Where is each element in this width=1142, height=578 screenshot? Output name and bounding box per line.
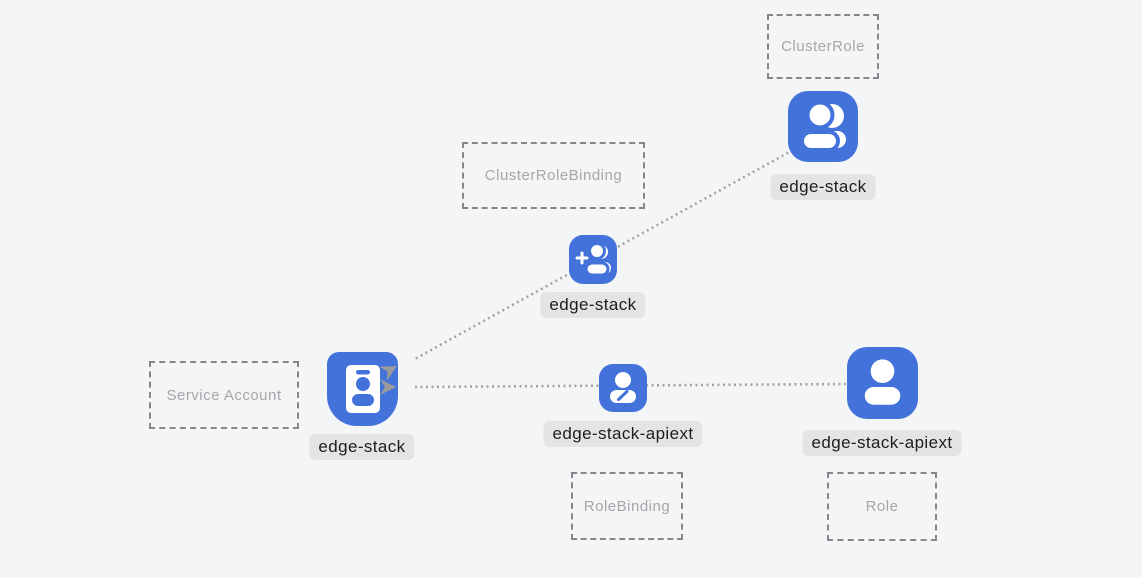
clusterrolebinding-node-label: edge-stack <box>540 292 646 318</box>
users-group-icon <box>800 100 846 152</box>
rolebinding-node[interactable] <box>599 364 647 412</box>
clusterrolebinding-type-box: ClusterRoleBinding <box>462 142 645 209</box>
clusterrole-type-label: ClusterRole <box>781 38 865 55</box>
clusterrole-node[interactable] <box>788 91 858 162</box>
rolebinding-type-box: RoleBinding <box>571 472 683 540</box>
clusterrole-node-label: edge-stack <box>770 174 876 200</box>
id-badge-icon <box>346 365 380 413</box>
serviceaccount-node-label: edge-stack <box>309 434 415 460</box>
role-node-label: edge-stack-apiext <box>802 430 962 456</box>
clusterrolebinding-node[interactable] <box>569 235 617 284</box>
serviceaccount-node[interactable] <box>327 352 398 426</box>
role-node[interactable] <box>847 347 918 419</box>
clusterrolebinding-type-label: ClusterRoleBinding <box>484 167 623 184</box>
role-type-box: Role <box>827 472 937 541</box>
user-edit-icon <box>610 372 636 403</box>
user-icon <box>864 359 901 405</box>
rolebinding-node-label: edge-stack-apiext <box>543 421 703 447</box>
clusterrole-type-box: ClusterRole <box>767 14 879 79</box>
serviceaccount-type-box: Service Account <box>149 361 299 429</box>
serviceaccount-type-label: Service Account <box>166 386 282 404</box>
role-type-label: Role <box>865 498 899 515</box>
user-add-icon <box>575 241 611 276</box>
rolebinding-type-label: RoleBinding <box>583 497 671 515</box>
